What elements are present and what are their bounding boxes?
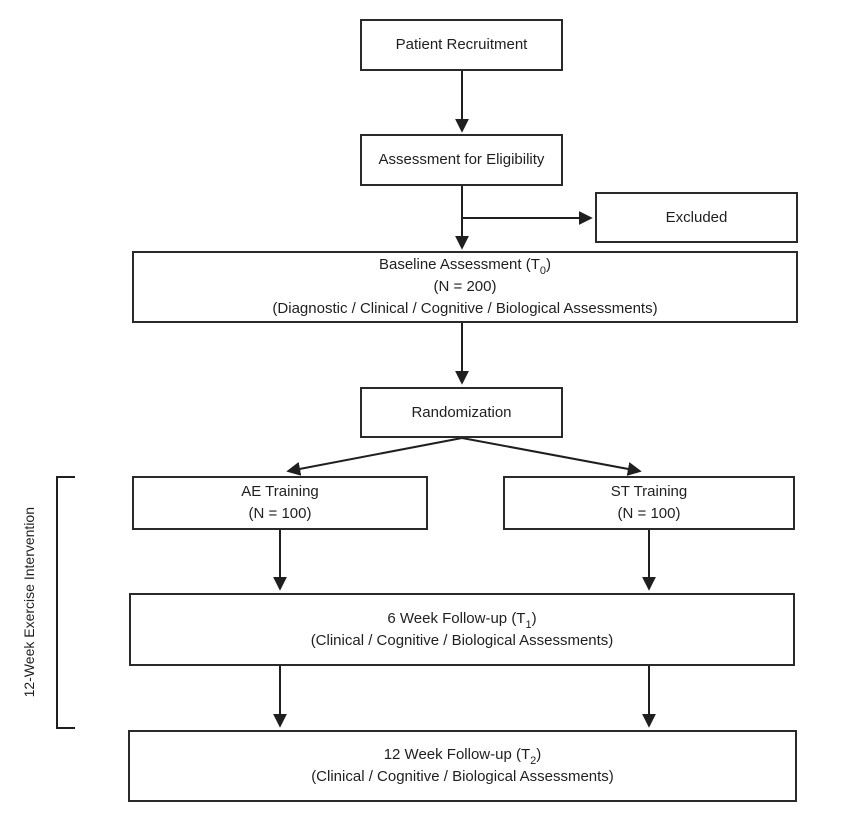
eligibility-assessment-box: Assessment for Eligibility [360, 134, 563, 186]
patient-recruitment-box: Patient Recruitment [360, 19, 563, 71]
ae-training-box: AE Training (N = 100) [132, 476, 428, 530]
ae-training-label: AE Training [241, 483, 319, 500]
week12-title-post: ) [536, 746, 542, 763]
randomization-label: Randomization [411, 403, 512, 421]
eligibility-assessment-label: Assessment for Eligibility [378, 151, 545, 168]
arrow-randomization-to-st [461, 437, 642, 476]
baseline-title-post: ) [546, 256, 552, 273]
baseline-n-line: (N = 200) [433, 278, 497, 295]
intervention-bracket [56, 476, 75, 729]
st-training-box: ST Training (N = 100) [503, 476, 795, 530]
excluded-box: Excluded [595, 192, 798, 243]
intervention-bracket-label: 12-Week Exercise Intervention [21, 507, 37, 698]
week12-title-pre: 12 Week Follow-up (T [383, 746, 531, 763]
baseline-assessments-line: (Diagnostic / Clinical / Cognitive / Bio… [272, 300, 658, 317]
week6-assessments-line: (Clinical / Cognitive / Biological Asses… [310, 631, 614, 649]
arrow-randomization-to-ae [286, 437, 463, 476]
week6-t-subscript: 1 [525, 618, 532, 631]
baseline-title-line: Baseline Assessment (T0) [378, 254, 552, 277]
week6-title-post: ) [531, 609, 537, 627]
randomization-box: Randomization [360, 387, 563, 438]
intervention-bracket-label-wrap: 12-Week Exercise Intervention [6, 477, 52, 728]
baseline-t-subscript: 0 [539, 265, 547, 277]
st-training-label: ST Training [610, 483, 688, 500]
week12-assessments-line: (Clinical / Cognitive / Biological Asses… [311, 768, 614, 785]
baseline-assessment-box: Baseline Assessment (T0) (N = 200) (Diag… [132, 251, 798, 323]
week6-title-line: 6 Week Follow-up (T1) [387, 608, 537, 631]
patient-recruitment-label: Patient Recruitment [395, 36, 528, 53]
week12-title-line: 12 Week Follow-up (T2) [383, 744, 542, 767]
week12-followup-box: 12 Week Follow-up (T2) (Clinical / Cogni… [128, 730, 797, 802]
week6-followup-box: 6 Week Follow-up (T1) (Clinical / Cognit… [129, 593, 795, 666]
baseline-title-pre: Baseline Assessment (T [378, 256, 540, 273]
st-training-n-line: (N = 100) [617, 505, 681, 522]
ae-training-n-line: (N = 100) [248, 505, 312, 522]
week6-title-pre: 6 Week Follow-up (T [387, 609, 526, 627]
excluded-label: Excluded [665, 208, 728, 226]
week12-t-subscript: 2 [530, 755, 537, 767]
